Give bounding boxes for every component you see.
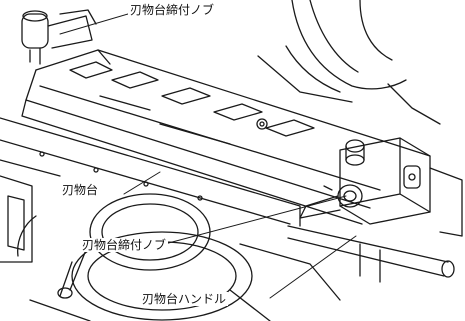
- center-clamp-knob: [299, 184, 363, 219]
- right-clamp-block: [339, 137, 463, 237]
- leader-tool-rest-handle: [269, 235, 357, 299]
- upper-left-clamp-knob: [21, 9, 97, 65]
- label-lower-clamp-knob: 刃物台締付ノブ: [80, 238, 169, 252]
- label-tool-rest-handle: 刃物台ハンドル: [140, 292, 229, 306]
- turret-casting: [257, 0, 441, 125]
- leader-top-clamp-knob: [59, 13, 129, 35]
- tool-rest-top-plate: [21, 49, 431, 225]
- leader-lower-clamp-knob: [141, 195, 347, 251]
- leader-lines: [59, 13, 357, 299]
- label-top-clamp-knob: 刃物台締付ノブ: [128, 3, 217, 17]
- handle-bar: [239, 225, 455, 301]
- leader-tool-rest: [123, 171, 161, 195]
- label-tool-rest: 刃物台: [60, 183, 101, 197]
- carriage-body: [0, 117, 301, 263]
